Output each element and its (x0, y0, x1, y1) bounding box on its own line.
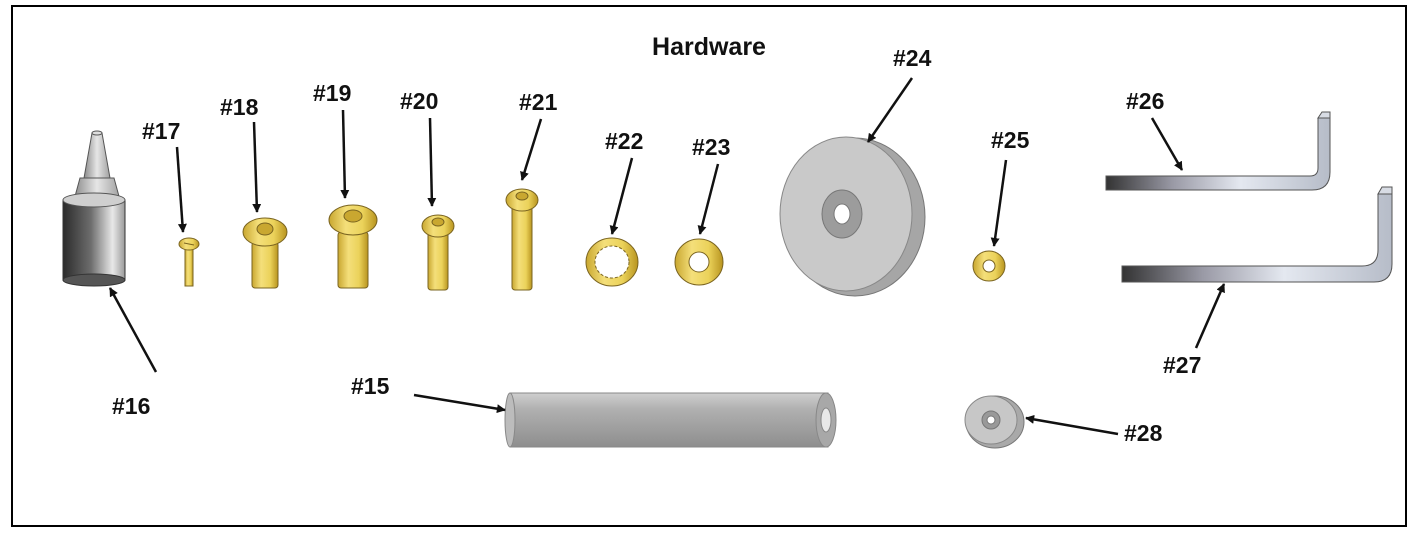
arrow-27 (1194, 283, 1226, 349)
arrow-26 (1150, 117, 1184, 171)
part-26-hex-key (1105, 111, 1331, 191)
arrow-15 (413, 393, 506, 414)
label-19: #19 (313, 80, 352, 106)
arrow-19 (340, 109, 350, 199)
label-17: #17 (142, 118, 181, 144)
label-16: #16 (112, 393, 151, 419)
arrow-17 (175, 146, 187, 233)
arrow-24 (866, 77, 914, 143)
label-25: #25 (991, 127, 1030, 153)
label-18: #18 (220, 94, 259, 120)
label-22: #22 (605, 128, 644, 154)
arrow-21 (520, 118, 543, 181)
part-19-button-bolt (328, 204, 378, 289)
leader-arrows (108, 77, 1226, 436)
arrow-25 (990, 159, 1008, 247)
part-21-button-bolt (505, 188, 539, 291)
part-15-pin (504, 392, 837, 448)
part-28-spacer (964, 395, 1025, 449)
label-27: #27 (1163, 352, 1202, 378)
arrow-18 (252, 121, 262, 213)
label-23: #23 (692, 134, 731, 160)
part-17-small-screw (178, 237, 200, 287)
label-26: #26 (1126, 88, 1165, 114)
part-22-lock-washer (585, 237, 639, 287)
part-16-bottle (62, 130, 126, 287)
part-25-washer (972, 250, 1006, 282)
diagram-title: Hardware (652, 33, 766, 61)
arrow-28 (1025, 414, 1119, 436)
arrow-23 (697, 163, 720, 235)
part-20-button-bolt (421, 214, 455, 291)
label-20: #20 (400, 88, 439, 114)
label-21: #21 (519, 89, 558, 115)
part-23-washer (674, 238, 724, 286)
arrow-20 (427, 117, 437, 207)
label-28: #28 (1124, 420, 1163, 446)
label-15: #15 (351, 373, 390, 399)
part-27-hex-key (1121, 186, 1393, 283)
label-24: #24 (893, 45, 932, 71)
part-24-large-disc (779, 136, 926, 297)
part-18-button-bolt (242, 217, 288, 289)
arrow-16 (108, 287, 158, 373)
arrow-22 (609, 157, 634, 235)
